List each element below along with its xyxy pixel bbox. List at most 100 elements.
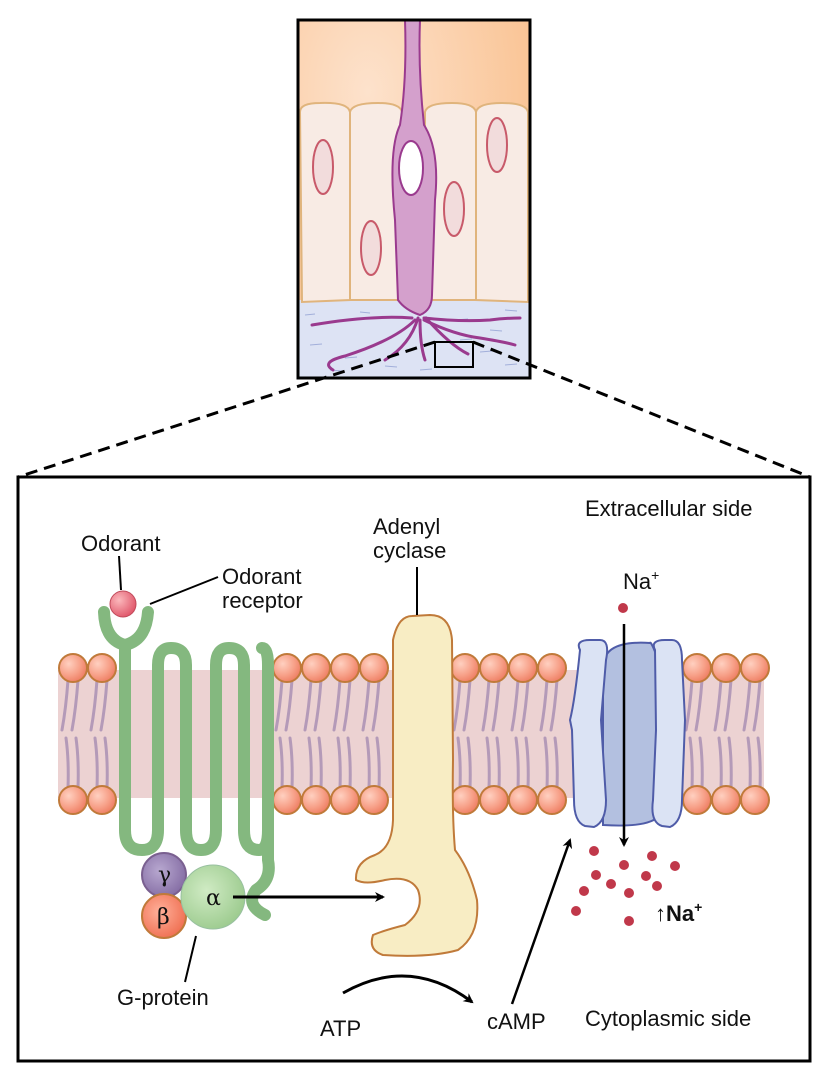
odorant-receptor-label-1: Odorant: [222, 564, 302, 589]
gprotein-label: G-protein: [117, 985, 209, 1010]
lipid-head: [479, 653, 509, 683]
atp-conversion-arrow: [342, 974, 474, 1004]
lipid-head: [272, 653, 302, 683]
g-protein: [141, 852, 246, 939]
beta-label: β: [157, 905, 170, 930]
odorant-leader: [118, 555, 122, 591]
sodium-ion: [641, 871, 651, 881]
lipid-tail: [524, 736, 530, 790]
lipid-tail: [70, 678, 80, 732]
lipid-tail: [332, 678, 342, 732]
lipid-head: [740, 653, 770, 683]
odorant-receptor-label-2: receptor: [222, 588, 303, 613]
sodium-ion: [652, 881, 662, 891]
sodium-ion: [591, 870, 601, 880]
camp-label: cAMP: [487, 1009, 546, 1034]
lipid-head: [682, 653, 712, 683]
odorant-label: Odorant: [81, 531, 161, 556]
lipid-head: [711, 653, 741, 683]
lipid-tail: [313, 678, 323, 732]
lipid-tail: [361, 678, 371, 732]
cytoplasmic-label: Cytoplasmic side: [585, 1006, 751, 1031]
lipid-head: [508, 653, 538, 683]
lipid-head: [87, 653, 117, 683]
lipid-head: [58, 785, 88, 815]
lipid-tail: [491, 678, 501, 732]
sodium-ion: [571, 906, 581, 916]
sodium-ion: [624, 888, 634, 898]
lipid-head: [87, 785, 117, 815]
sodium-ion: [618, 603, 628, 613]
lipid-tail: [303, 678, 313, 732]
lipid-head: [740, 785, 770, 815]
lipid-tail: [462, 678, 472, 732]
lipid-tail: [456, 736, 462, 790]
zoom-box: [434, 341, 474, 368]
lipid-tail: [375, 736, 381, 790]
lipid-tail: [742, 678, 752, 732]
lipid-tail: [74, 736, 80, 790]
lipid-tail: [717, 736, 723, 790]
lipid-tail: [727, 736, 733, 790]
gprotein-leader: [184, 935, 197, 983]
lipid-tail: [694, 678, 704, 732]
lipid-tail: [723, 678, 733, 732]
lipid-tail: [452, 678, 462, 732]
olfactory-neuron: [391, 19, 438, 317]
lipid-tail: [485, 736, 491, 790]
lipid-tail: [64, 736, 70, 790]
zoom-guide-lines: [17, 340, 811, 479]
lipid-head: [682, 785, 712, 815]
sodium-ions: [571, 603, 680, 926]
lipid-head: [537, 653, 567, 683]
odorant-molecule: [109, 590, 137, 618]
tissue-inset: [296, 18, 532, 380]
lipid-tail: [103, 736, 109, 790]
beta-subunit: [141, 893, 187, 939]
lipid-tail: [342, 678, 352, 732]
lipid-tail: [698, 736, 704, 790]
lipid-head: [301, 653, 331, 683]
lipid-tail: [93, 736, 99, 790]
alpha-label: α: [206, 886, 221, 911]
lipid-tail: [336, 736, 342, 790]
lipid-tail: [481, 678, 491, 732]
lipid-tail: [288, 736, 294, 790]
lipid-head: [359, 653, 389, 683]
lipid-head: [272, 785, 302, 815]
sodium-increase-label: ↑Na+: [655, 899, 702, 926]
lipid-tail: [99, 678, 109, 732]
lipid-tail: [684, 678, 694, 732]
lipid-tail: [510, 678, 520, 732]
atp-label: ATP: [320, 1016, 361, 1041]
lipid-head: [479, 785, 509, 815]
sodium-ion: [647, 851, 657, 861]
sodium-ion: [579, 886, 589, 896]
adenyl-cyclase: [354, 613, 479, 957]
sodium-ion: [624, 916, 634, 926]
lipid-head: [301, 785, 331, 815]
lipid-head: [450, 653, 480, 683]
lipid-head: [359, 785, 389, 815]
lipid-tail: [284, 678, 294, 732]
lipid-tail: [539, 678, 549, 732]
lipid-tail: [752, 678, 762, 732]
lipid-tail: [365, 736, 371, 790]
odorant-receptor: [98, 606, 275, 921]
lipid-tail: [278, 736, 284, 790]
nuclei: [312, 117, 508, 276]
lipid-tail: [274, 678, 284, 732]
sodium-ion: [589, 846, 599, 856]
extracellular-label: Extracellular side: [585, 496, 753, 521]
receptor-leader: [149, 576, 219, 605]
lipid-head: [537, 785, 567, 815]
lipid-head: [450, 785, 480, 815]
lipid-tail: [756, 736, 762, 790]
lipid-tail: [89, 678, 99, 732]
lipid-head: [711, 785, 741, 815]
lipid-tail: [371, 678, 381, 732]
sodium-ion: [606, 879, 616, 889]
adenyl-cyclase-label-2: cyclase: [373, 538, 446, 563]
lipid-tail: [543, 736, 549, 790]
